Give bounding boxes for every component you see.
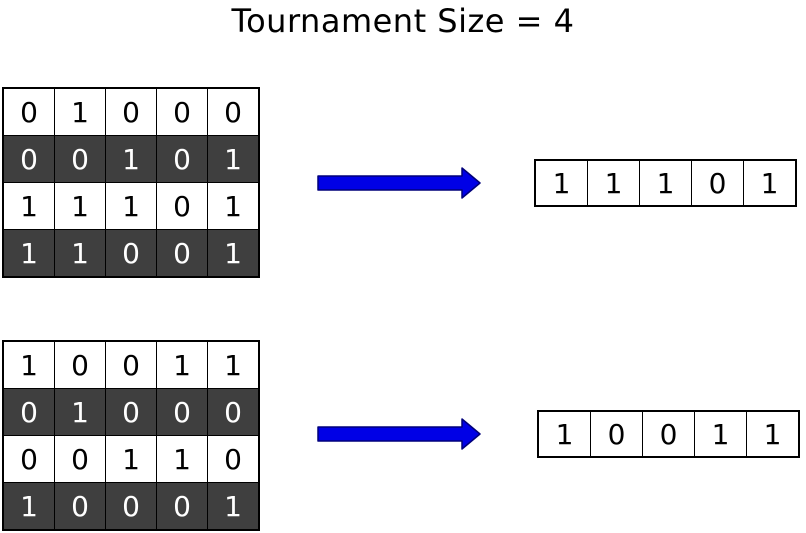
gene-cell: 1	[746, 410, 800, 458]
gene-cell: 0	[54, 435, 106, 483]
diagram-title: Tournament Size = 4	[231, 2, 575, 40]
population-row: 1 0 0 0 1	[2, 482, 260, 531]
gene-cell: 0	[156, 229, 208, 278]
gene-cell: 0	[105, 229, 157, 278]
gene-cell: 1	[694, 410, 747, 458]
population-row: 0 0 1 1 0	[2, 435, 260, 483]
gene-cell: 0	[54, 482, 106, 531]
right-arrow-icon	[317, 167, 481, 199]
gene-cell: 1	[207, 182, 260, 230]
population-grid-1: 0 1 0 0 0 0 0 1 0 1 1 1 1 0 1 1 1 0 0 1	[2, 87, 260, 278]
gene-cell: 1	[105, 182, 157, 230]
gene-cell: 0	[105, 388, 157, 436]
gene-cell: 0	[54, 135, 106, 183]
gene-cell: 0	[2, 87, 55, 136]
gene-cell: 0	[156, 87, 208, 136]
gene-cell: 0	[2, 135, 55, 183]
gene-cell: 0	[2, 435, 55, 483]
population-row: 0 0 1 0 1	[2, 135, 260, 183]
gene-cell: 0	[156, 135, 208, 183]
gene-cell: 1	[54, 182, 106, 230]
gene-cell: 0	[105, 340, 157, 389]
gene-cell: 1	[587, 159, 640, 207]
gene-cell: 1	[207, 135, 260, 183]
gene-cell: 0	[2, 388, 55, 436]
gene-cell: 1	[2, 482, 55, 531]
population-row: 1 0 0 1 1	[2, 340, 260, 389]
gene-cell: 1	[207, 340, 260, 389]
population-row: 1 1 0 0 1	[2, 229, 260, 278]
gene-cell: 0	[54, 340, 106, 389]
gene-cell: 0	[590, 410, 643, 458]
gene-cell: 0	[207, 435, 260, 483]
gene-cell: 1	[156, 340, 208, 389]
gene-cell: 1	[105, 435, 157, 483]
gene-cell: 1	[743, 159, 797, 207]
gene-cell: 1	[156, 435, 208, 483]
selected-individual-1: 1 1 1 0 1	[534, 159, 797, 207]
gene-cell: 0	[105, 87, 157, 136]
selected-row: 1 0 0 1 1	[537, 410, 800, 458]
gene-cell: 1	[2, 229, 55, 278]
right-arrow-icon	[317, 418, 481, 450]
gene-cell: 0	[642, 410, 695, 458]
gene-cell: 1	[2, 340, 55, 389]
gene-cell: 1	[54, 229, 106, 278]
gene-cell: 0	[156, 482, 208, 531]
gene-cell: 1	[2, 182, 55, 230]
selected-individual-2: 1 0 0 1 1	[537, 410, 800, 458]
population-row: 1 1 1 0 1	[2, 182, 260, 230]
gene-cell: 1	[537, 410, 591, 458]
gene-cell: 0	[207, 388, 260, 436]
gene-cell: 0	[156, 182, 208, 230]
gene-cell: 1	[534, 159, 588, 207]
gene-cell: 0	[105, 482, 157, 531]
gene-cell: 1	[54, 87, 106, 136]
selected-row: 1 1 1 0 1	[534, 159, 797, 207]
population-row: 0 1 0 0 0	[2, 388, 260, 436]
gene-cell: 0	[156, 388, 208, 436]
gene-cell: 1	[105, 135, 157, 183]
gene-cell: 1	[207, 482, 260, 531]
population-row: 0 1 0 0 0	[2, 87, 260, 136]
gene-cell: 1	[54, 388, 106, 436]
gene-cell: 1	[639, 159, 692, 207]
gene-cell: 0	[691, 159, 744, 207]
gene-cell: 0	[207, 87, 260, 136]
gene-cell: 1	[207, 229, 260, 278]
population-grid-2: 1 0 0 1 1 0 1 0 0 0 0 0 1 1 0 1 0 0 0 1	[2, 340, 260, 531]
